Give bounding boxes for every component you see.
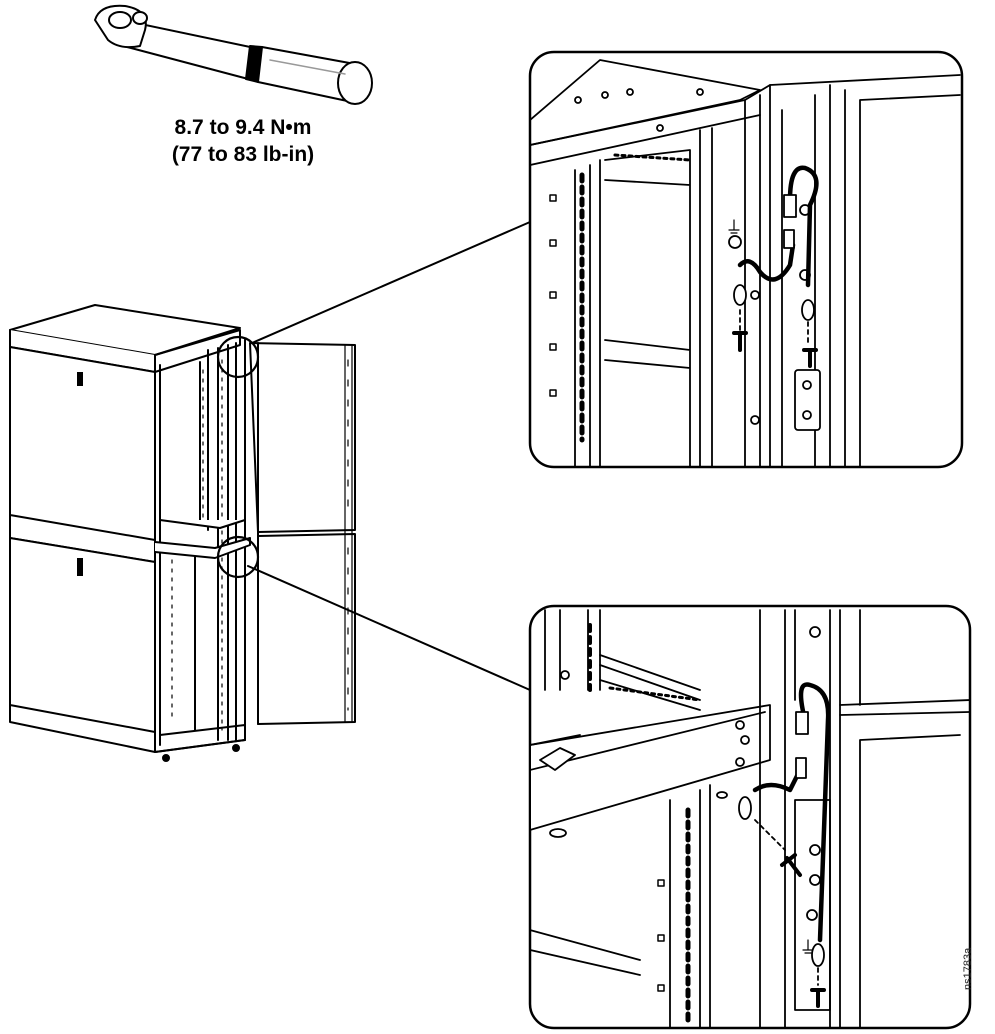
detail-panel-bottom: [528, 604, 972, 1030]
torque-value-nm: 8.7 to 9.4 N•m: [174, 116, 312, 139]
detail-panel-top: [528, 50, 964, 469]
callout-bottom-circle: [216, 535, 260, 579]
leader-line-top: [251, 221, 531, 344]
ground-symbol-icon: [728, 219, 740, 237]
leader-line-bottom: [247, 565, 531, 691]
rack-cabinet: [9, 304, 356, 762]
figure-id-label: ns1783a: [962, 947, 974, 990]
callout-top-circle: [216, 335, 260, 379]
ground-symbol-bottom-icon: [802, 939, 814, 954]
torque-value-lbin: (77 to 83 lb-in): [171, 143, 315, 166]
torque-wrench-icon: [94, 4, 373, 105]
